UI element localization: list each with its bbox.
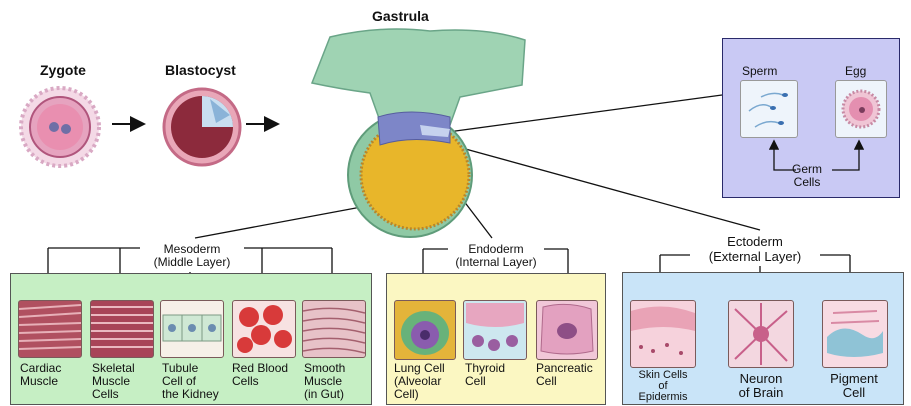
blastocyst-title: Blastocyst — [165, 62, 236, 78]
zygote-title: Zygote — [40, 62, 86, 78]
pigment-cell-label: Pigment Cell — [818, 372, 890, 400]
skeletal-muscle-image — [90, 300, 154, 358]
blastocyst-illustration — [160, 85, 244, 169]
skin-cells-label: Skin Cells of Epidermis — [628, 370, 698, 403]
kidney-tubule-label: Tubule Cell of the Kidney — [162, 362, 219, 401]
neuron-image — [728, 300, 794, 368]
ectoderm-title: Ectoderm (External Layer) — [690, 234, 820, 264]
endoderm-title: Endoderm (Internal Layer) — [448, 243, 544, 269]
smooth-muscle-image — [302, 300, 366, 358]
gastrula-title: Gastrula — [372, 8, 429, 24]
kidney-tubule-image — [160, 300, 224, 358]
pancreatic-cell-image — [536, 300, 598, 360]
zygote-illustration — [18, 85, 102, 169]
pancreatic-cell-label: Pancreatic Cell — [536, 362, 593, 388]
red-blood-cells-label: Red Blood Cells — [232, 362, 288, 388]
gastrula-illustration — [300, 25, 530, 240]
lung-cell-label: Lung Cell (Alveolar Cell) — [394, 362, 445, 401]
ectoderm-name: Ectoderm — [690, 234, 820, 249]
germ-cells-label: Germ Cells — [782, 163, 832, 189]
lung-cell-image — [394, 300, 456, 360]
red-blood-cells-image — [232, 300, 296, 358]
skin-cells-image — [630, 300, 696, 368]
mesoderm-sub: (Middle Layer) — [140, 256, 244, 269]
cardiac-muscle-label: Cardiac Muscle — [20, 362, 61, 388]
thyroid-cell-label: Thyroid Cell — [465, 362, 505, 388]
ectoderm-sub: (External Layer) — [690, 249, 820, 264]
cardiac-muscle-image — [18, 300, 82, 358]
skeletal-muscle-label: Skeletal Muscle Cells — [92, 362, 135, 401]
endoderm-sub: (Internal Layer) — [448, 256, 544, 269]
neuron-label: Neuron of Brain — [726, 372, 796, 400]
pigment-cell-image — [822, 300, 888, 368]
mesoderm-title: Mesoderm (Middle Layer) — [140, 243, 244, 269]
thyroid-cell-image — [463, 300, 527, 360]
smooth-muscle-label: Smooth Muscle (in Gut) — [304, 362, 345, 401]
